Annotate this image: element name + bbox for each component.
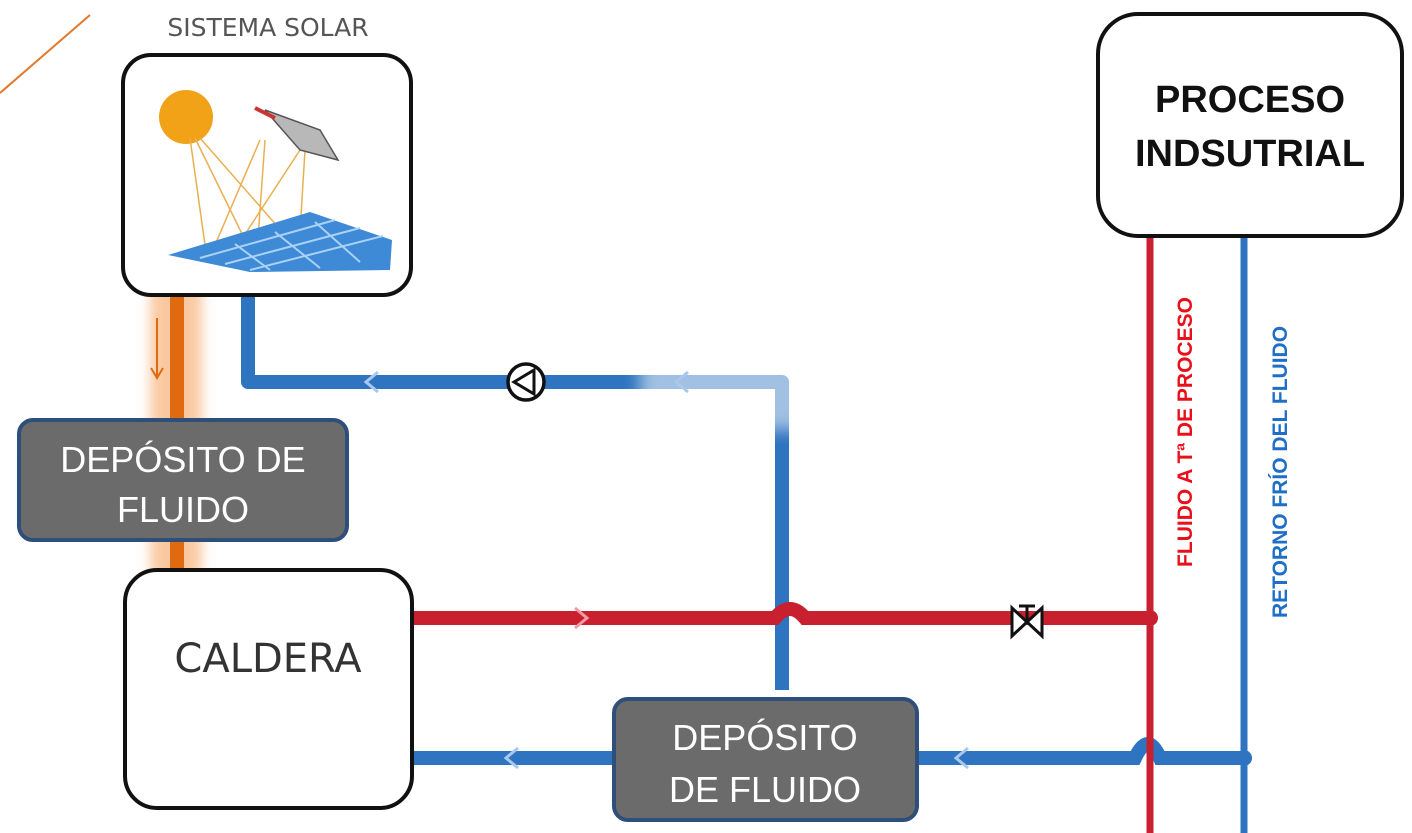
cold-junction	[1236, 750, 1252, 766]
fluid-tank-left	[17, 418, 349, 542]
solar-panel-icon	[168, 106, 392, 272]
process-label-line2: INDSUTRIAL	[1135, 133, 1365, 175]
pipe-gap	[880, 630, 992, 680]
process-label-line1: PROCESO	[1155, 79, 1345, 121]
fluid-tank-left-line2: FLUIDO	[117, 489, 249, 530]
caldera-label: CALDERA	[174, 636, 362, 682]
caldera-box	[123, 568, 414, 810]
process-box	[1096, 12, 1404, 238]
fluid-tank-bottom-line1: DEPÓSITO	[672, 717, 857, 758]
fluid-tank-left-line1: DEPÓSITO DE	[60, 439, 305, 480]
valve-icon	[1010, 604, 1044, 640]
fluid-tank-bottom-line2: DE FLUIDO	[669, 769, 861, 810]
fluid-tank-bottom	[612, 697, 919, 822]
decorative-corner-line	[0, 14, 91, 94]
cold-return-label: RETORNO FRÍO DEL FLUIDO	[1269, 326, 1292, 618]
hot-junction	[1142, 610, 1158, 626]
hot-supply-pipe	[412, 602, 1150, 625]
pump-icon	[506, 362, 546, 402]
hot-fluid-label: FLUIDO A Tª DE PROCESO	[1174, 297, 1197, 567]
sun-icon	[159, 90, 213, 144]
flow-arrow-icon	[363, 370, 969, 770]
solar-title: SISTEMA SOLAR	[167, 13, 368, 42]
